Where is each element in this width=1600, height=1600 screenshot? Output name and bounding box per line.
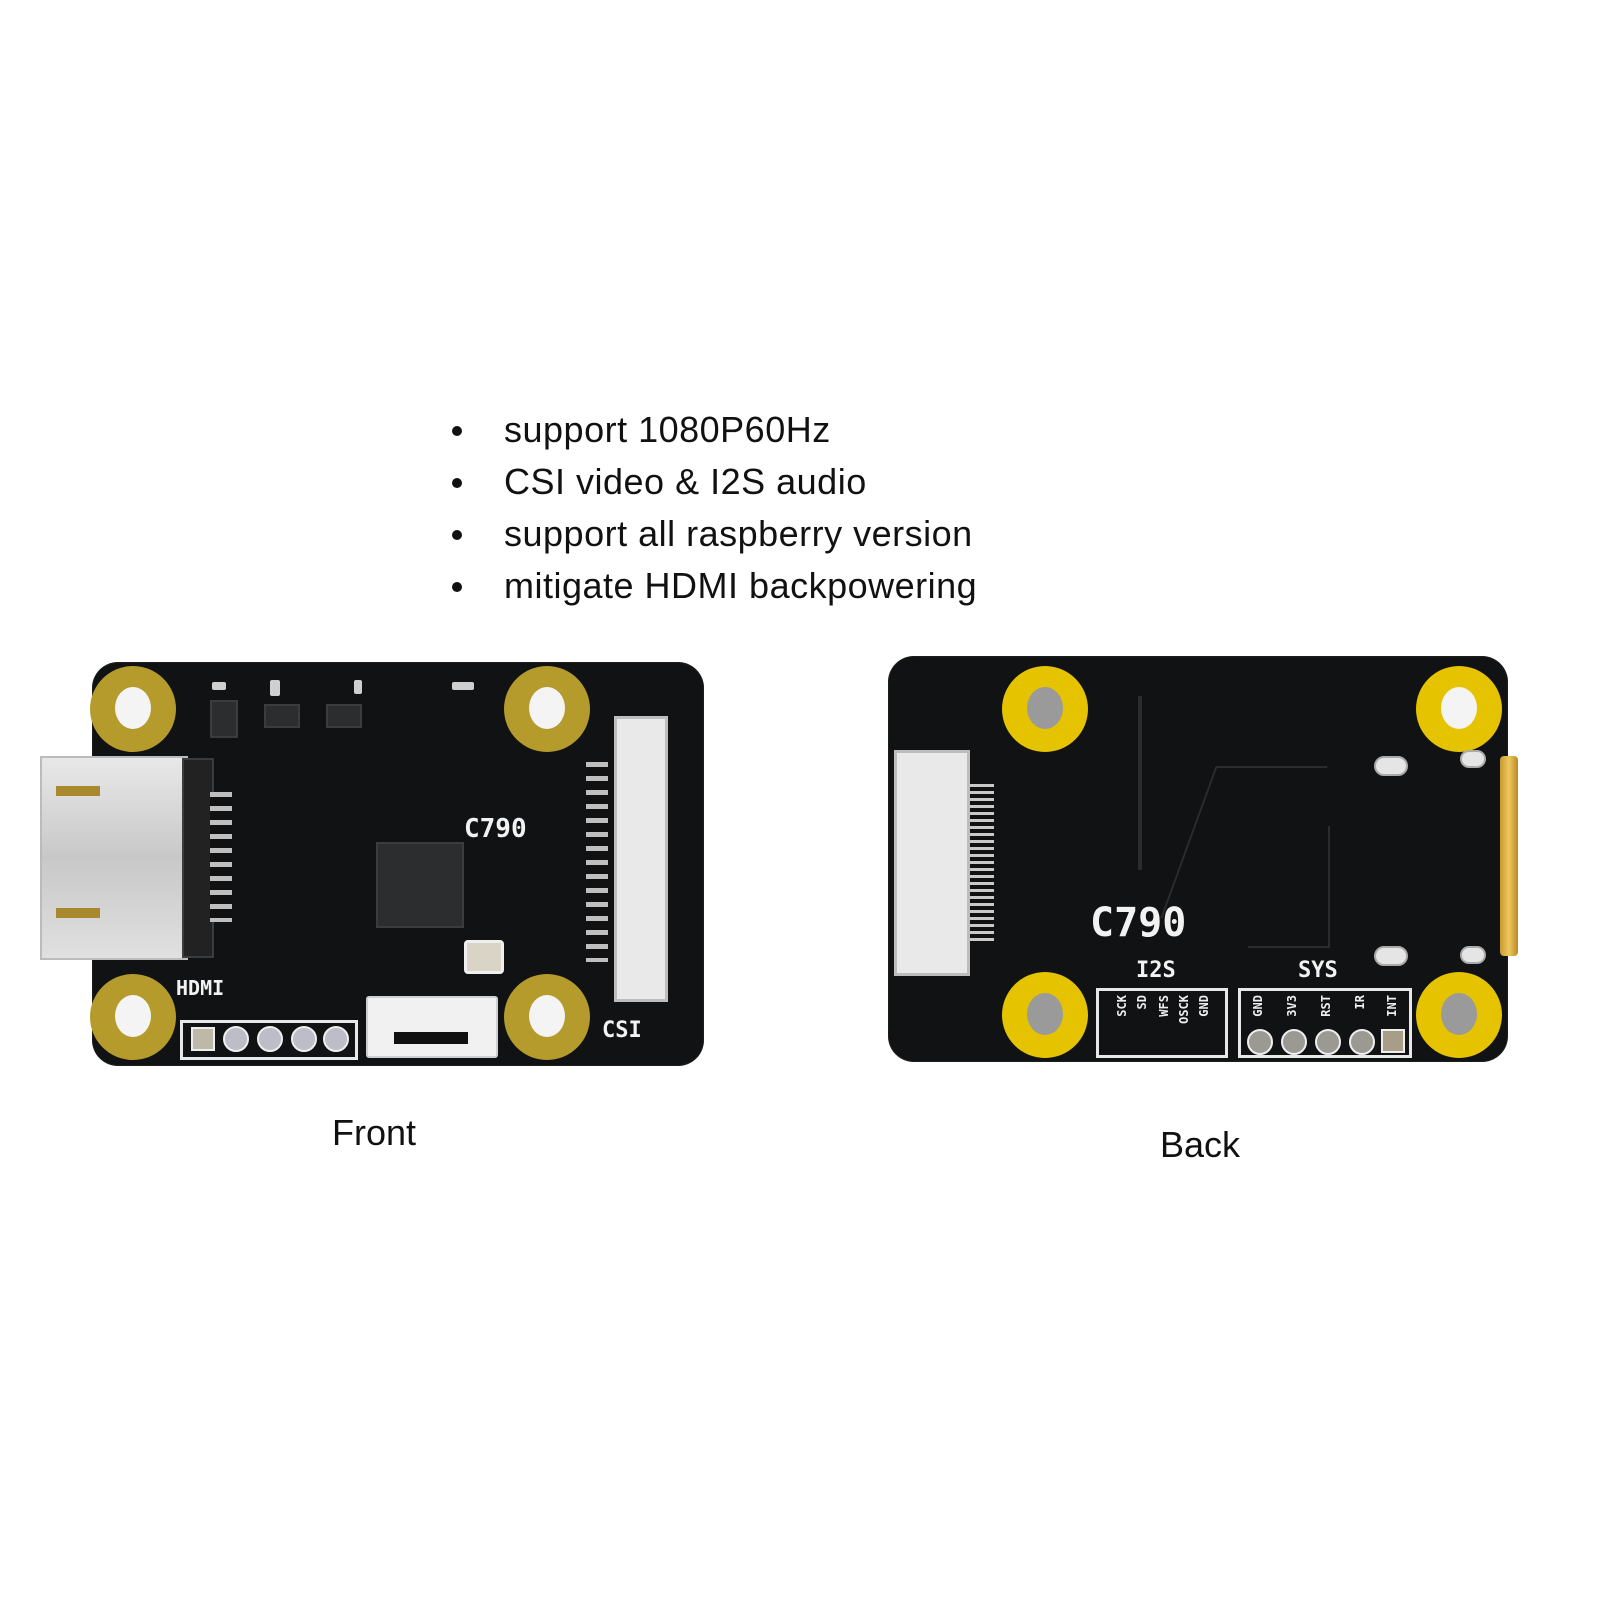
model-label: C790	[464, 814, 527, 844]
mounting-hole	[90, 974, 176, 1060]
ffc-pins	[970, 784, 994, 944]
hdmi-pads	[210, 792, 232, 922]
feature-text: CSI video & I2S audio	[504, 461, 867, 502]
mounting-hole	[1002, 972, 1088, 1058]
feature-list: support 1080P60Hz CSI video & I2S audio …	[452, 404, 977, 612]
connector-tab	[56, 786, 100, 796]
pin-label-wfs: WFS	[1157, 995, 1171, 1017]
jst-slot	[394, 1032, 468, 1044]
mounting-hole	[504, 974, 590, 1060]
bullet-icon	[452, 582, 462, 592]
sys-header-box: GND 3V3 RST IR INT	[1238, 988, 1412, 1058]
front-caption: Front	[332, 1112, 417, 1153]
connector-tab	[56, 908, 100, 918]
i2s-title: I2S	[1136, 958, 1176, 983]
pin-pad	[1349, 1029, 1375, 1055]
pin-pad	[191, 1027, 215, 1051]
pcb-trace	[1248, 826, 1330, 948]
feature-text: mitigate HDMI backpowering	[504, 565, 978, 606]
slot-pad	[1460, 946, 1486, 964]
csi-ffc-connector	[614, 716, 668, 1002]
hdmi-label: HDMI	[176, 976, 225, 1000]
pin-pad	[1381, 1029, 1405, 1053]
feature-text: support 1080P60Hz	[504, 409, 831, 450]
pin-label-gnd: GND	[1197, 995, 1211, 1017]
pin-pad	[1315, 1029, 1341, 1055]
pin-label-osck: OSCK	[1177, 995, 1191, 1024]
jst-audio-connector	[366, 996, 498, 1058]
regulator-ic	[326, 704, 362, 728]
hdmi-connector-edge	[1500, 756, 1518, 956]
feature-item: mitigate HDMI backpowering	[452, 560, 977, 612]
smd-component	[270, 680, 280, 696]
bullet-icon	[452, 426, 462, 436]
mini-hdmi-connector	[40, 756, 188, 960]
crystal-oscillator	[464, 940, 504, 974]
feature-item: CSI video & I2S audio	[452, 456, 977, 508]
pin-pad	[291, 1026, 317, 1052]
front-board: C790 HDMI CSI	[40, 662, 704, 1066]
mounting-hole	[90, 666, 176, 752]
mounting-hole	[1416, 666, 1502, 752]
pin-label-sd: SD	[1135, 995, 1149, 1010]
pin-pad	[223, 1026, 249, 1052]
back-board: C790 I2S SCK SD WFS OSCK GND SYS GND 3V3…	[888, 656, 1518, 1062]
bullet-icon	[452, 478, 462, 488]
smd-component	[212, 682, 226, 690]
pin-label-gnd: GND	[1251, 995, 1265, 1017]
pin-label-3v3: 3V3	[1285, 995, 1299, 1017]
feature-item: support all raspberry version	[452, 508, 977, 560]
csi-ffc-connector	[894, 750, 970, 976]
slot-pad	[1460, 750, 1486, 768]
pin-label-sck: SCK	[1115, 995, 1129, 1017]
i2s-header-box: SCK SD WFS OSCK GND	[1096, 988, 1228, 1058]
pin-pad	[257, 1026, 283, 1052]
pin-pad	[1247, 1029, 1273, 1055]
mounting-hole	[504, 666, 590, 752]
pin-pad	[1281, 1029, 1307, 1055]
back-caption: Back	[1160, 1124, 1241, 1165]
regulator-ic	[210, 700, 238, 738]
regulator-ic	[264, 704, 300, 728]
smd-component	[354, 680, 362, 694]
smd-component	[452, 682, 474, 690]
hdmi-to-csi-chip	[376, 842, 464, 928]
pin-pad	[323, 1026, 349, 1052]
slot-pad	[1374, 946, 1408, 966]
feature-text: support all raspberry version	[504, 513, 973, 554]
slot-pad	[1374, 756, 1408, 776]
pin-label-int: INT	[1385, 995, 1399, 1017]
mounting-hole	[1002, 666, 1088, 752]
mounting-hole	[1416, 972, 1502, 1058]
csi-label: CSI	[602, 1018, 642, 1043]
pcb-trace	[1138, 696, 1142, 870]
model-label: C790	[1090, 900, 1187, 946]
feature-item: support 1080P60Hz	[452, 404, 977, 456]
csi-pads	[586, 762, 608, 962]
pin-header	[180, 1020, 358, 1060]
pin-label-rst: RST	[1319, 995, 1333, 1017]
bullet-icon	[452, 530, 462, 540]
sys-title: SYS	[1298, 958, 1338, 983]
pin-label-ir: IR	[1353, 995, 1367, 1010]
